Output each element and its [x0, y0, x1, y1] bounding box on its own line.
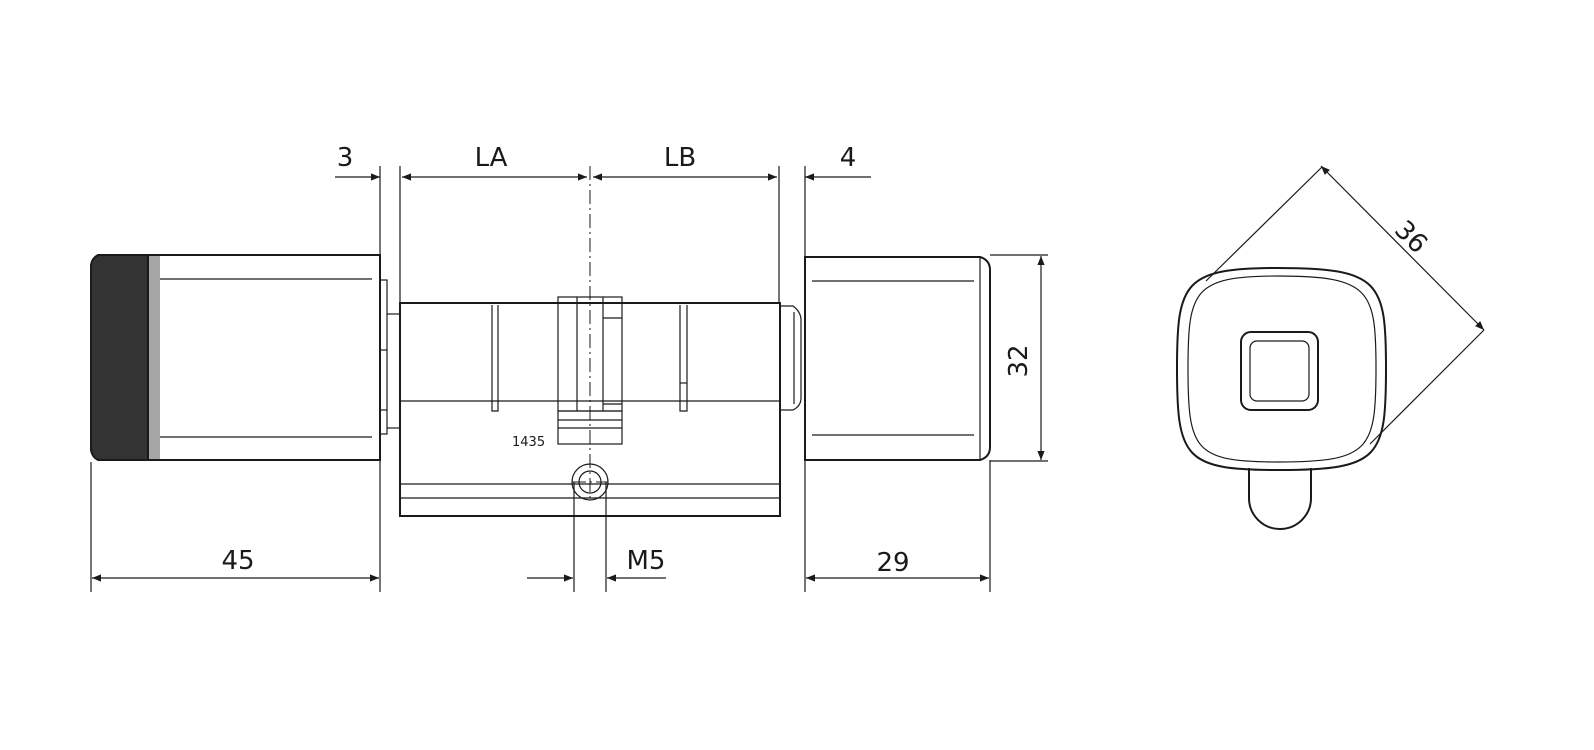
fingerprint-sensor-icon: [1240, 331, 1319, 411]
dim-length-b-label: LB: [664, 143, 696, 173]
left-knob-flange: [379, 279, 388, 435]
right-knob-collar: [780, 305, 802, 411]
dimension-labels: 3 LA LB 4 45 M5 29 32 36: [221, 143, 1433, 578]
left-knob-body: [147, 254, 381, 461]
front-view-inner: [1187, 275, 1377, 463]
dim-knob-diameter-label: 32: [1004, 344, 1034, 377]
cylinder-body: 1435: [387, 296, 781, 517]
dim-gap-left-label: 3: [337, 143, 354, 173]
front-view-outer: [1175, 266, 1388, 472]
dim-thread-label: M5: [627, 546, 666, 576]
dimension-lines: [90, 165, 1485, 592]
dim-knob-left-label: 45: [221, 546, 254, 576]
cylinder-marking: 1435: [512, 435, 545, 450]
front-view-tail: [1248, 468, 1312, 530]
right-knob-body: [804, 256, 991, 461]
left-knob: [90, 254, 388, 461]
left-knob-dark-band: [90, 254, 149, 461]
dim-front-width-label: 36: [1388, 215, 1433, 260]
front-view: [1175, 266, 1388, 530]
dim-knob-right-label: 29: [876, 548, 909, 578]
right-knob: [780, 256, 991, 461]
dim-length-a-label: LA: [475, 143, 508, 173]
dim-gap-right-label: 4: [840, 143, 857, 173]
left-knob-light-band: [148, 255, 160, 460]
